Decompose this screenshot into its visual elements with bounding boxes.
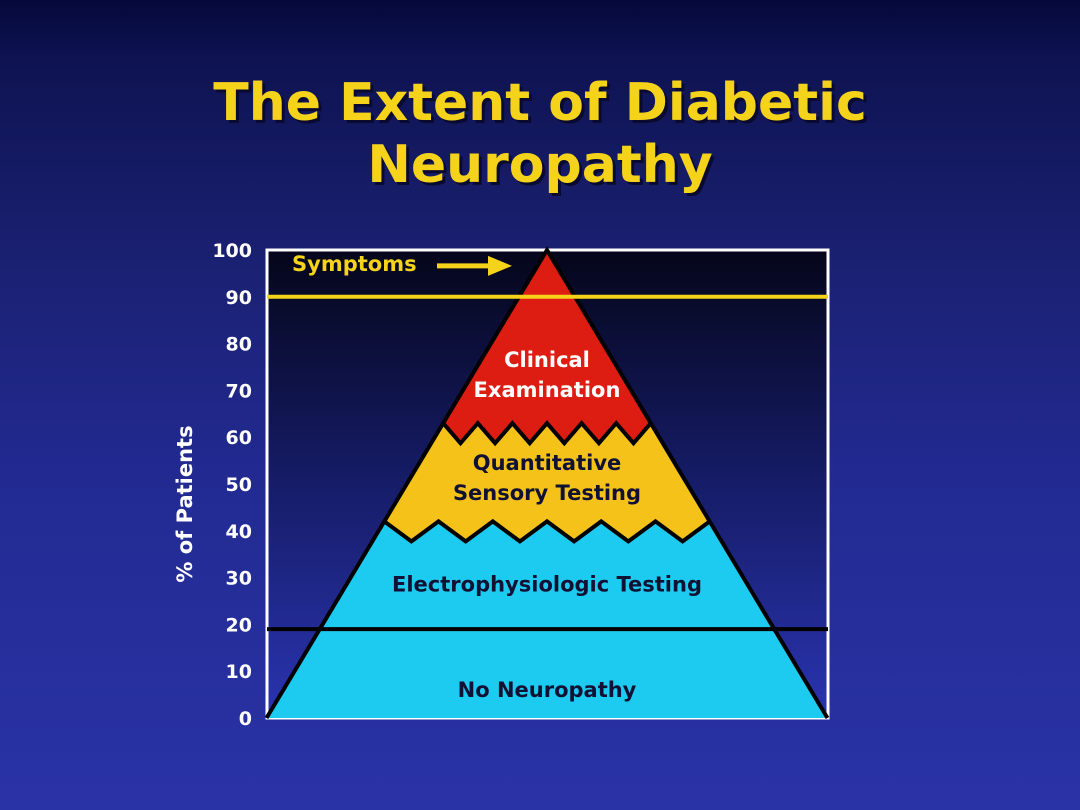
layer-label-4-2: Examination [474,378,621,402]
layer-label-2-1: Electrophysiologic Testing [392,573,702,597]
title-line-1: The Extent of Diabetic [213,73,867,133]
y-tick-80: 80 [226,334,252,356]
pyramid-layer-4 [443,250,651,444]
slide-title: The Extent of Diabetic Neuropathy [0,72,1080,196]
pyramid-outline [264,246,830,720]
pyramid-layer-1 [266,629,828,718]
y-tick-70: 70 [226,380,252,402]
title-line-2: Neuropathy [367,135,713,195]
pyramid-layer-2 [319,521,775,630]
y-tick-100: 100 [212,240,252,262]
pyramid-layer-3 [384,423,710,542]
symptoms-arrow-head [488,255,512,276]
symptoms-label: Symptoms [292,252,417,276]
layer-label-4-1: Clinical [504,348,590,372]
y-tick-60: 60 [226,427,252,449]
y-tick-20: 20 [226,614,252,636]
layer-label-3-2: Sensory Testing [453,481,641,505]
y-tick-0: 0 [239,708,252,730]
y-tick-50: 50 [226,474,252,496]
layer-label-3-1: Quantitative [473,451,622,475]
layer-boundary-1 [383,518,711,544]
y-axis-label: % of Patients [173,425,197,582]
y-tick-40: 40 [226,521,252,543]
y-tick-10: 10 [226,661,252,683]
layer-label-1-1: No Neuropathy [458,678,637,702]
y-tick-90: 90 [226,287,252,309]
layer-boundary-2 [441,420,653,447]
y-tick-30: 30 [226,568,252,590]
